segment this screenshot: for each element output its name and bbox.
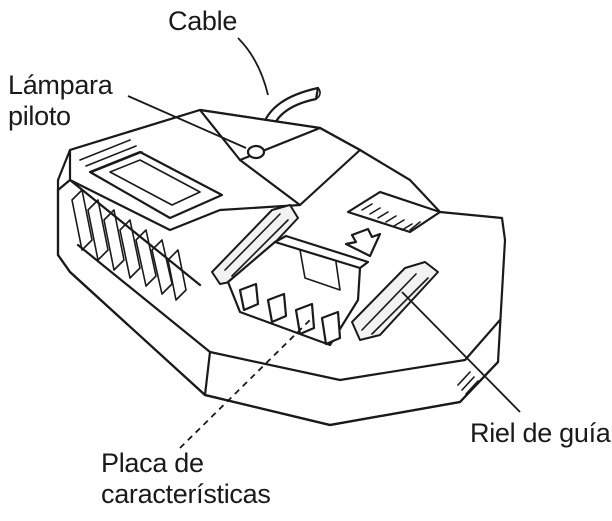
top-ribs [79, 139, 143, 173]
right-guide-rail [351, 261, 439, 341]
riel-leader [401, 291, 521, 413]
placa-leader [179, 319, 311, 449]
left-rail-groove-1 [224, 213, 281, 271]
terminal-center-slot [299, 249, 341, 291]
side-vent [457, 371, 479, 395]
left-vent-grille [71, 189, 187, 301]
lampara-label-line1: Lámpara [8, 70, 113, 100]
left-guide-rail [211, 204, 299, 285]
placa-label-line2: características [101, 479, 271, 509]
base-front-edge [76, 243, 502, 382]
base-corner-edge [203, 350, 212, 397]
cable-label: Cable [168, 6, 238, 36]
terminal-block-top [273, 234, 370, 270]
pilot-lamp [246, 144, 266, 160]
right-vent-slots [361, 203, 421, 231]
terminal-prongs [238, 282, 342, 346]
riel-label: Riel de guía [470, 418, 611, 448]
top-panel-inset [109, 159, 201, 206]
base-left-side [56, 188, 72, 274]
housing-edge [238, 158, 302, 207]
insert-direction-arrow [344, 227, 382, 258]
left-rail-groove-2 [231, 219, 289, 277]
right-rail-groove-2 [371, 277, 429, 335]
cable-end [315, 87, 321, 100]
lampara-leader [127, 95, 247, 149]
right-rail-groove-1 [361, 273, 417, 331]
placa-label-line1: Placa de [101, 448, 204, 478]
right-vent-block [346, 190, 442, 234]
lampara-label-line2: piloto [8, 101, 71, 131]
power-cable [260, 86, 320, 132]
base-bottom-edge [68, 270, 500, 427]
cable-leader [237, 37, 269, 96]
